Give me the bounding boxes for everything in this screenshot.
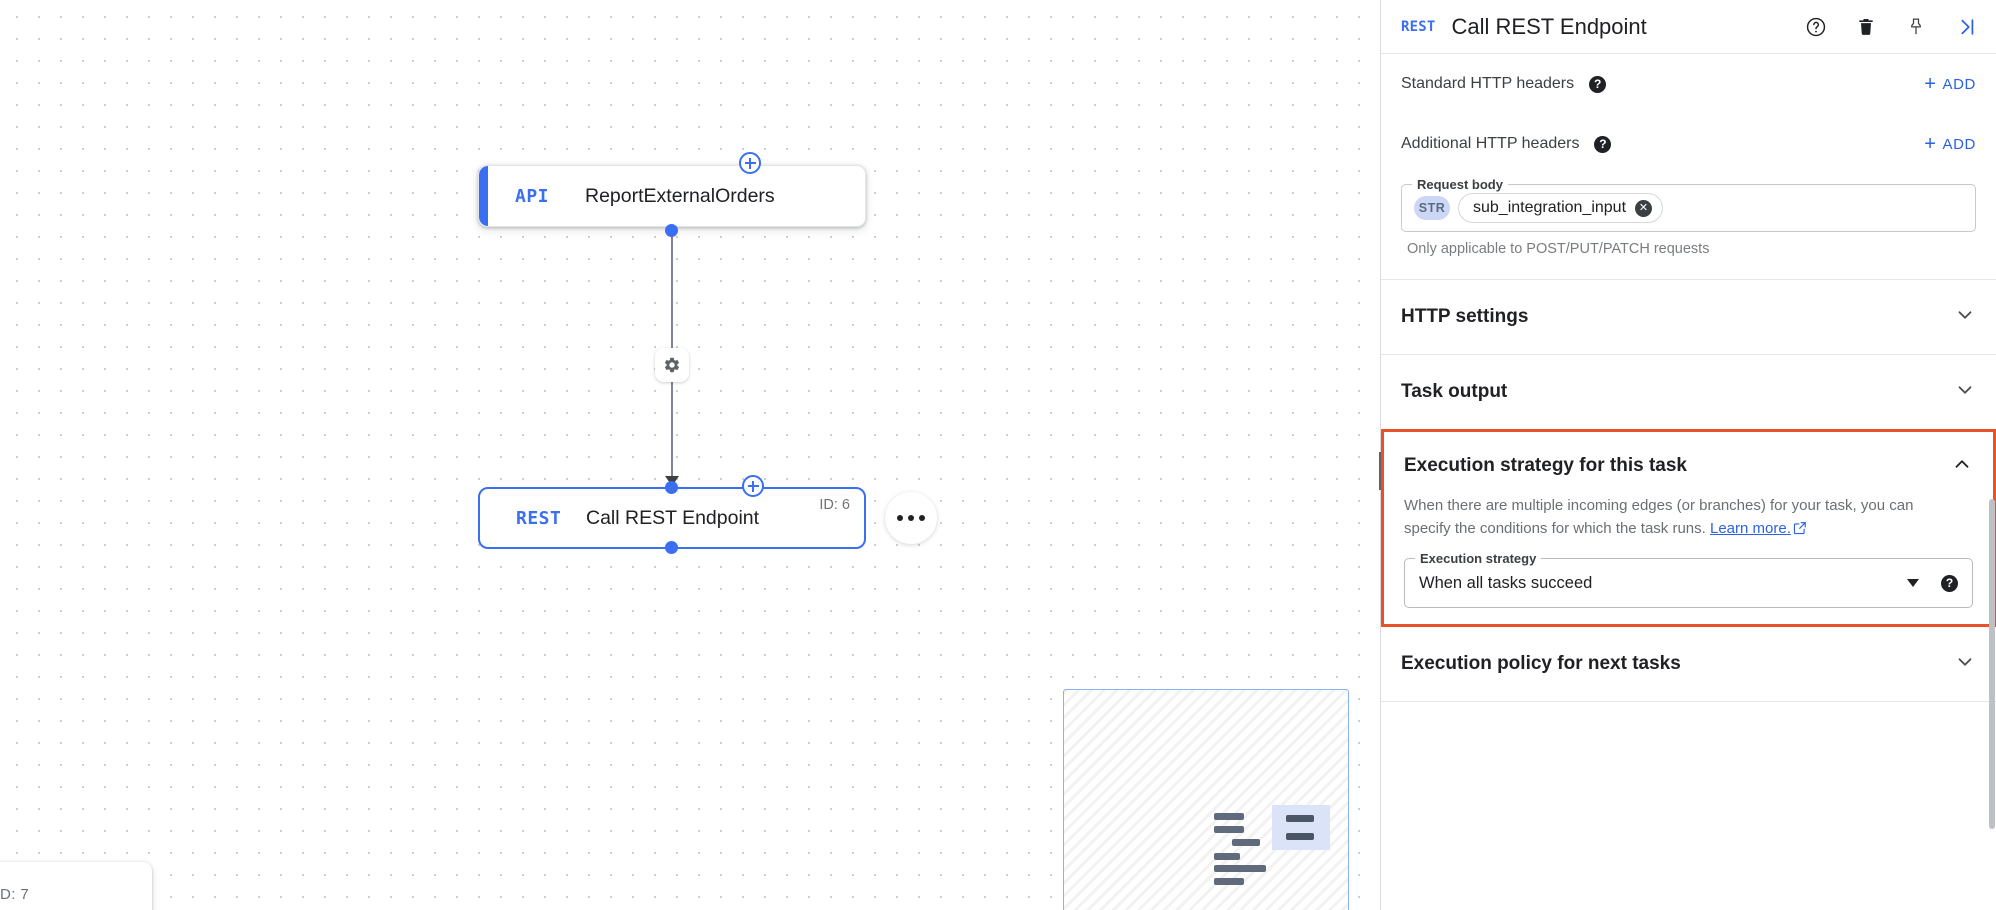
add-node-button-bottom[interactable]: [742, 475, 764, 497]
variable-type-chip: STR: [1414, 196, 1450, 220]
standard-http-headers-label: Standard HTTP headers: [1401, 75, 1575, 92]
canvas-selection-region[interactable]: [1063, 689, 1349, 910]
dot: [919, 515, 925, 521]
chevron-down-icon: [1954, 379, 1976, 406]
chevron-down-icon[interactable]: [1907, 579, 1919, 587]
delete-icon[interactable]: [1854, 15, 1878, 39]
node-type-badge: API: [515, 185, 550, 207]
help-icon[interactable]: ?: [1589, 75, 1607, 93]
collapse-panel-icon[interactable]: [1954, 15, 1978, 39]
section-title: HTTP settings: [1401, 306, 1529, 327]
node-call-rest-endpoint[interactable]: REST Call REST Endpoint ID: 6: [478, 487, 866, 549]
help-icon[interactable]: ?: [1941, 574, 1958, 592]
execution-strategy-value: When all tasks succeed: [1419, 573, 1593, 592]
task-config-panel: REST Call REST Endpoint: [1379, 0, 1996, 910]
edge-settings-icon[interactable]: [655, 348, 689, 382]
add-node-button-top[interactable]: [739, 152, 761, 174]
panel-body[interactable]: Standard HTTP headers ? + ADD Additional…: [1381, 54, 1996, 910]
section-title: Task output: [1401, 381, 1508, 402]
section-execution-strategy[interactable]: Execution strategy for this task: [1384, 432, 1993, 500]
execution-strategy-description: When there are multiple incoming edges (…: [1384, 494, 1944, 542]
help-icon[interactable]: [1804, 15, 1828, 39]
section-execution-policy[interactable]: Execution policy for next tasks: [1381, 627, 1996, 701]
request-body-field[interactable]: Request body STR sub_integration_input ✕: [1401, 177, 1976, 232]
add-label: ADD: [1942, 135, 1976, 153]
add-standard-header-button[interactable]: + ADD: [1924, 74, 1976, 94]
help-icon[interactable]: ?: [1594, 135, 1612, 153]
partial-node-offscreen[interactable]: [0, 862, 152, 910]
plus-icon: +: [1924, 73, 1937, 95]
execution-strategy-legend: Execution strategy: [1415, 551, 1542, 566]
chevron-down-icon: [1954, 651, 1976, 678]
node-accent-bar: [479, 166, 488, 226]
node-type-badge: REST: [516, 507, 562, 529]
variable-name: sub_integration_input: [1473, 199, 1627, 216]
external-link-icon[interactable]: [1793, 519, 1807, 542]
section-title: Execution strategy for this task: [1404, 455, 1687, 476]
node-output-port[interactable]: [665, 541, 678, 554]
dot: [908, 515, 914, 521]
node-output-port[interactable]: [665, 224, 678, 237]
node-label: Call REST Endpoint: [586, 506, 760, 529]
panel-resize-handle[interactable]: [1379, 452, 1382, 490]
chevron-up-icon: [1951, 453, 1973, 480]
hatch-pattern: [1064, 690, 1348, 910]
request-body-legend: Request body: [1412, 177, 1508, 192]
execution-strategy-select[interactable]: Execution strategy When all tasks succee…: [1404, 551, 1973, 608]
additional-http-headers-row: Additional HTTP headers ? + ADD: [1381, 114, 1996, 174]
task-type-badge: REST: [1401, 18, 1436, 35]
partial-node-id-label: D: 7: [0, 886, 30, 903]
panel-header: REST Call REST Endpoint: [1381, 0, 1996, 54]
section-title: Execution policy for next tasks: [1401, 653, 1681, 674]
add-label: ADD: [1942, 75, 1976, 93]
additional-http-headers-label: Additional HTTP headers: [1401, 135, 1580, 152]
close-icon[interactable]: ✕: [1635, 199, 1653, 217]
add-additional-header-button[interactable]: + ADD: [1924, 134, 1976, 154]
section-http-settings[interactable]: HTTP settings: [1381, 280, 1996, 354]
panel-scrollbar[interactable]: [1989, 499, 1995, 829]
standard-http-headers-row: Standard HTTP headers ? + ADD: [1381, 54, 1996, 114]
plus-icon: +: [1924, 133, 1937, 155]
node-more-options-button[interactable]: [885, 492, 937, 544]
chevron-down-icon: [1954, 304, 1976, 331]
section-task-output[interactable]: Task output: [1381, 355, 1996, 429]
description-text: When there are multiple incoming edges (…: [1404, 497, 1914, 537]
request-body-hint: Only applicable to POST/PUT/PATCH reques…: [1407, 241, 1710, 257]
pin-icon[interactable]: [1904, 15, 1928, 39]
workflow-canvas[interactable]: API ReportExternalOrders REST Call REST …: [0, 0, 1380, 910]
panel-title: Call REST Endpoint: [1451, 13, 1647, 39]
node-report-external-orders[interactable]: API ReportExternalOrders: [478, 165, 866, 227]
divider: [1381, 701, 1996, 702]
learn-more-link[interactable]: Learn more.: [1709, 520, 1791, 537]
node-id-label: ID: 6: [819, 497, 850, 513]
placeholder-diagram-icon: [1214, 805, 1334, 885]
divider: [1381, 354, 1996, 355]
node-label: ReportExternalOrders: [585, 184, 775, 207]
node-input-port[interactable]: [665, 481, 678, 494]
panel-header-actions: [1804, 15, 1978, 39]
execution-strategy-section-highlighted[interactable]: Execution strategy for this task When th…: [1381, 429, 1996, 627]
dot: [897, 515, 903, 521]
divider: [1381, 279, 1996, 280]
request-body-variable-chip[interactable]: sub_integration_input ✕: [1458, 193, 1664, 223]
